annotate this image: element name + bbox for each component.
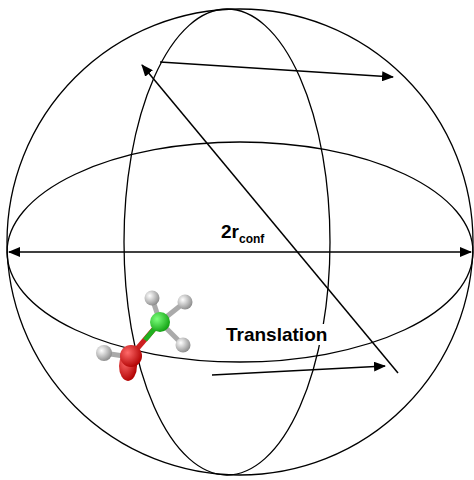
motion-text: Translation bbox=[226, 324, 327, 345]
radius-label: 2rconf bbox=[219, 221, 266, 242]
subscript-label: conf bbox=[239, 232, 264, 246]
equator-ellipse bbox=[7, 142, 473, 362]
path-arrow bbox=[160, 62, 393, 77]
translation-arrow bbox=[212, 366, 385, 375]
motion-label: Translation bbox=[224, 324, 329, 345]
radius-symbol: 2r bbox=[221, 221, 239, 242]
sphere-outline bbox=[7, 9, 473, 475]
diameter-arrow bbox=[9, 251, 471, 253]
meridian-ellipse bbox=[124, 9, 330, 475]
path-arrow bbox=[142, 65, 398, 373]
methanol-molecule bbox=[96, 291, 193, 382]
